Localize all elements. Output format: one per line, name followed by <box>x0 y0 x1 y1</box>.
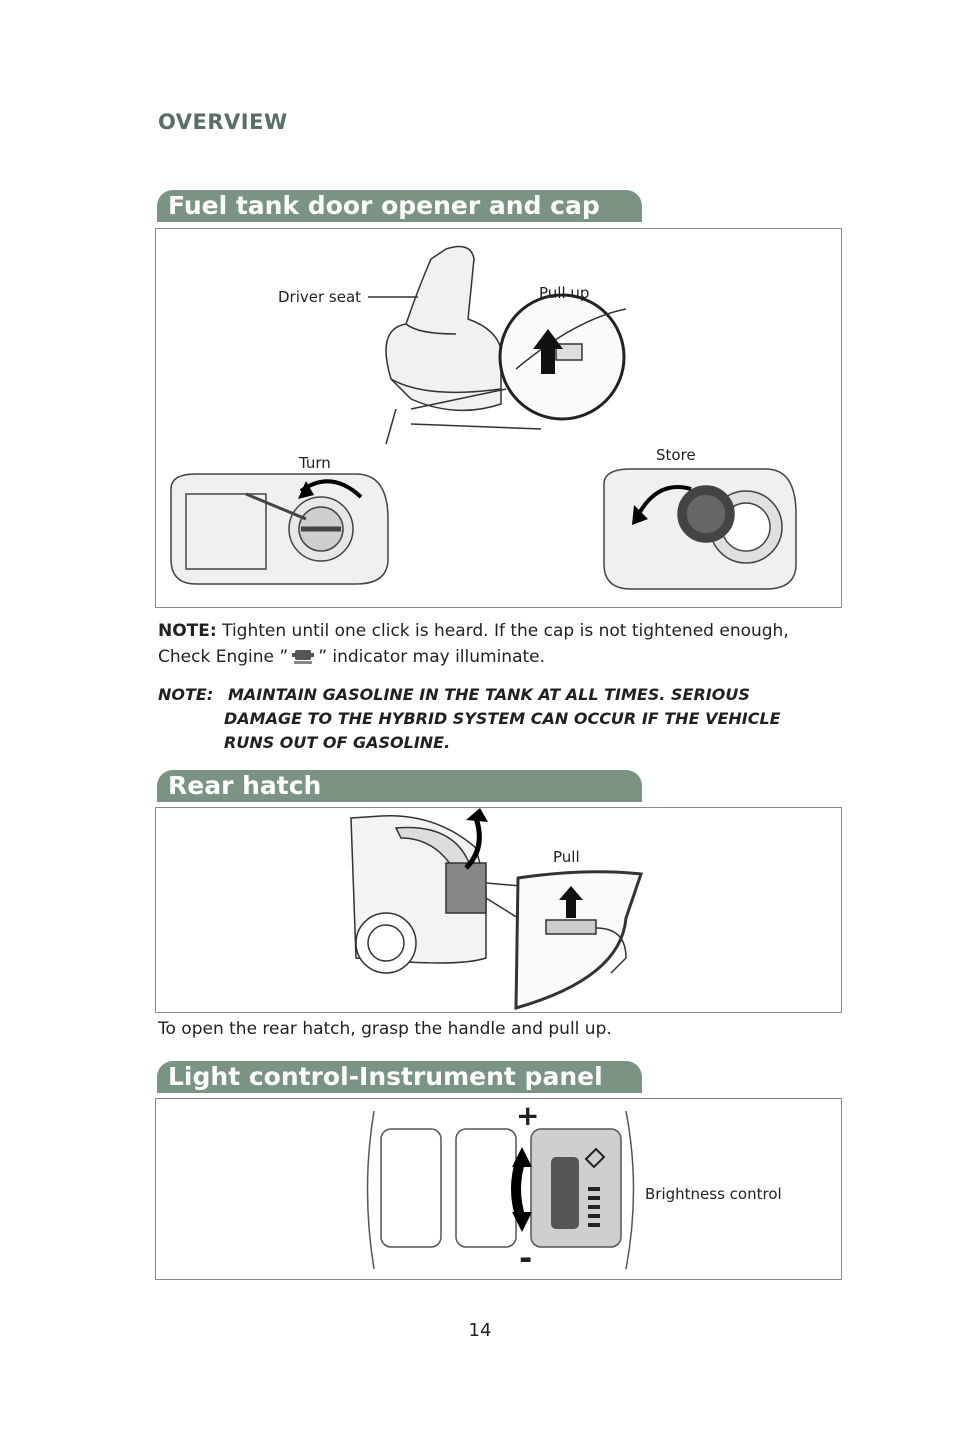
label-pull: Pull <box>553 848 580 866</box>
section-title-light: Light control-Instrument panel <box>157 1061 642 1093</box>
section-title-fuel: Fuel tank door opener and cap <box>157 190 642 222</box>
note-label: NOTE: <box>158 621 217 641</box>
section-title-rear: Rear hatch <box>157 770 642 802</box>
page-header: OVERVIEW <box>158 110 288 134</box>
rear-body-text: To open the rear hatch, grasp the handle… <box>158 1019 612 1039</box>
label-plus: + <box>516 1099 540 1132</box>
fuel-note-line1: NOTE: Tighten until one click is heard. … <box>158 618 789 644</box>
rear-figure: Pull <box>155 807 842 1013</box>
caps-note-line3: RUNS OUT OF GASOLINE. <box>224 733 451 752</box>
caps-note-line2: DAMAGE TO THE HYBRID SYSTEM CAN OCCUR IF… <box>224 709 781 728</box>
brightness-arrow-icon <box>511 1157 526 1221</box>
label-minus: - <box>519 1239 533 1277</box>
label-turn: Turn <box>299 454 331 472</box>
caps-note-line1: MAINTAIN GASOLINE IN THE TANK AT ALL TIM… <box>228 685 750 704</box>
label-pull-up: Pull up <box>539 284 590 302</box>
note-text-1: Tighten until one click is heard. If the… <box>222 621 789 641</box>
page-number: 14 <box>468 1320 492 1341</box>
note-text-2b: ” indicator may illuminate. <box>318 647 546 667</box>
arrow-up-icon <box>533 329 563 374</box>
rear-hatch-illustration <box>350 808 644 1010</box>
light-control-illustration <box>366 1110 635 1270</box>
label-driver-seat: Driver seat <box>278 288 362 306</box>
label-brightness-control: Brightness control <box>645 1185 782 1203</box>
fuel-illustration <box>170 245 797 590</box>
check-engine-icon <box>292 650 315 664</box>
arrow-up-icon-rear <box>559 886 583 918</box>
caps-note-label: NOTE: <box>158 685 214 704</box>
light-figure: + - Brightness control <box>155 1098 842 1280</box>
note-text-2a: Check Engine ” <box>158 647 289 667</box>
fuel-figure: Driver seat Pull up Turn Store <box>155 228 842 608</box>
curved-arrow-icon-rear <box>464 817 482 870</box>
fuel-note-line2: Check Engine ” ” indicator may illuminate… <box>158 644 545 670</box>
label-store: Store <box>656 446 696 464</box>
